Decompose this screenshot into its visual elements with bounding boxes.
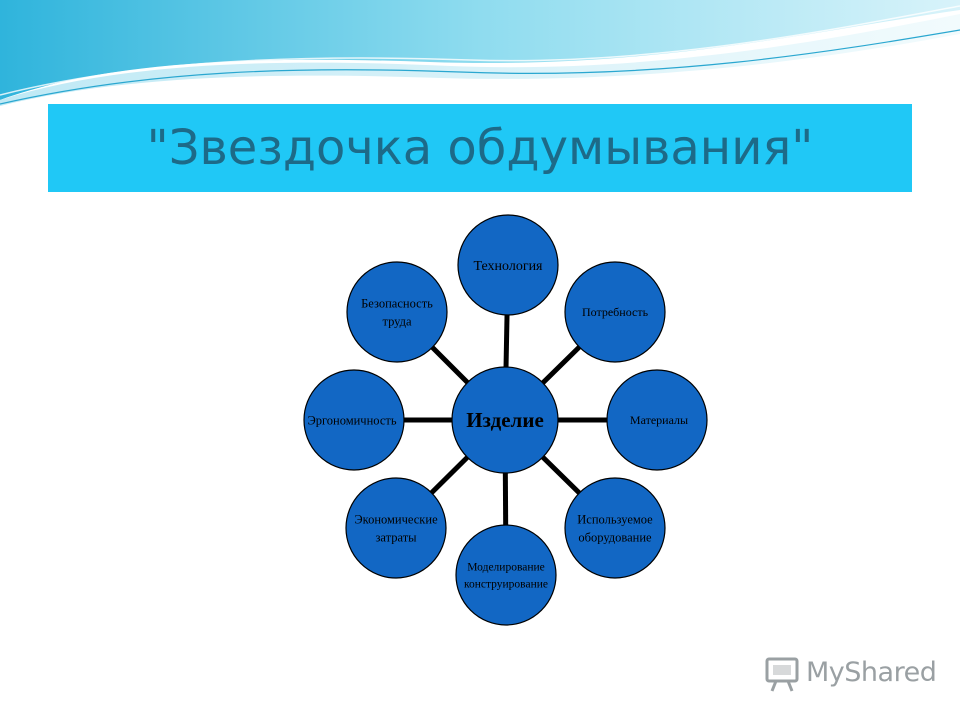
node-circle-equipment	[564, 477, 666, 579]
node-label-need: Потребность	[582, 305, 649, 319]
logo-wordmark: MyShared	[806, 657, 937, 688]
node-label-safety-2: труда	[382, 314, 412, 328]
node-label-modeling-2: конструирование	[464, 578, 548, 590]
node-circle-modeling	[455, 524, 557, 626]
node-label-economic-1: Экономические	[354, 512, 438, 526]
slide-title: "Звездочка обдумывания"	[146, 120, 814, 176]
node-label-tech: Технология	[473, 259, 543, 274]
node-label-modeling-1: Моделирование	[467, 562, 545, 574]
node-circle-ergonomics	[303, 369, 405, 471]
node-label-materials: Материалы	[630, 413, 688, 427]
title-bar: "Звездочка обдумывания"	[48, 104, 912, 192]
myshared-logo: MyShared	[764, 655, 937, 695]
node-circle-need	[564, 261, 666, 363]
node-circle-materials	[606, 369, 708, 471]
node-label-ergonomics: Эргономичность	[307, 413, 396, 427]
node-label-safety-1: Безопасность	[361, 296, 433, 310]
header-wave-decoration	[0, 0, 960, 106]
node-circle-tech	[457, 214, 559, 316]
center-node-label: Изделие	[466, 408, 544, 432]
node-label-equipment-1: Используемое	[577, 512, 653, 526]
presentation-board-icon	[765, 657, 799, 692]
node-circle-economic	[345, 477, 447, 579]
node-label-economic-2: затраты	[375, 530, 417, 544]
node-label-equipment-2: оборудование	[578, 530, 652, 544]
center-node-circle	[451, 366, 559, 474]
node-circle-safety	[346, 261, 448, 363]
